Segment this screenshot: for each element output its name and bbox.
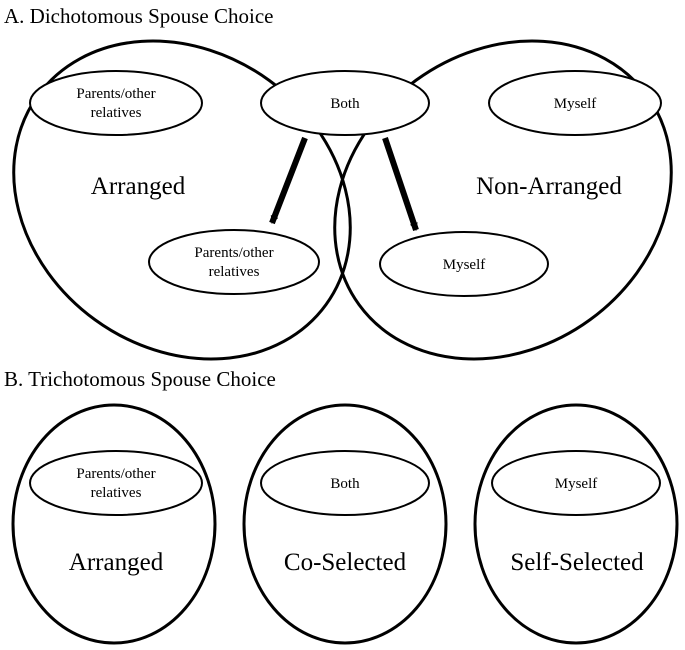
arranged-inner-parents-label: Parents/other (76, 466, 155, 482)
self-selected-label: Self-Selected (510, 549, 644, 576)
top-left-parents-box (29, 70, 203, 136)
co-selected-inner-box (260, 450, 430, 516)
bottom-left-parents-box (148, 229, 320, 295)
top-center-both-label: Both (330, 96, 360, 112)
top-left-parents-label: Parents/other (76, 86, 155, 102)
bottom-left-relatives-label: relatives (209, 264, 260, 280)
self-selected-inner-box (491, 450, 661, 516)
arranged-co-oval (11, 403, 217, 645)
bottom-right-myself-label: Myself (443, 257, 486, 273)
non-arranged-group-oval (333, 39, 673, 361)
bottom-right-myself-box (379, 231, 549, 297)
panel-b-title: B. Trichotomous Spouse Choice (4, 367, 276, 391)
arranged-group-oval (12, 39, 352, 361)
co-selected-label: Co-Selected (284, 549, 407, 576)
panel-a-title: A. Dichotomous Spouse Choice (4, 4, 273, 28)
top-center-both-box (260, 70, 430, 136)
self-selected-inner-label: Myself (555, 476, 598, 492)
top-left-relatives-label: relatives (91, 105, 142, 121)
top-right-myself-box (488, 70, 662, 136)
arranged-group-label: Arranged (91, 173, 186, 200)
bottom-left-parents-label: Parents/other (194, 245, 273, 261)
arrow-both-to-arranged (269, 136, 308, 225)
co-selected-inner-label: Both (330, 476, 360, 492)
arranged-label: Arranged (69, 549, 164, 576)
self-selected-oval (473, 403, 679, 645)
arrow-both-to-non-arranged (382, 137, 419, 231)
arranged-inner-relatives-label: relatives (91, 485, 142, 501)
non-arranged-group-label: Non-Arranged (476, 173, 622, 200)
arranged-inner-box (29, 450, 203, 516)
co-selected-oval (242, 403, 448, 645)
top-right-myself-label: Myself (554, 96, 597, 112)
